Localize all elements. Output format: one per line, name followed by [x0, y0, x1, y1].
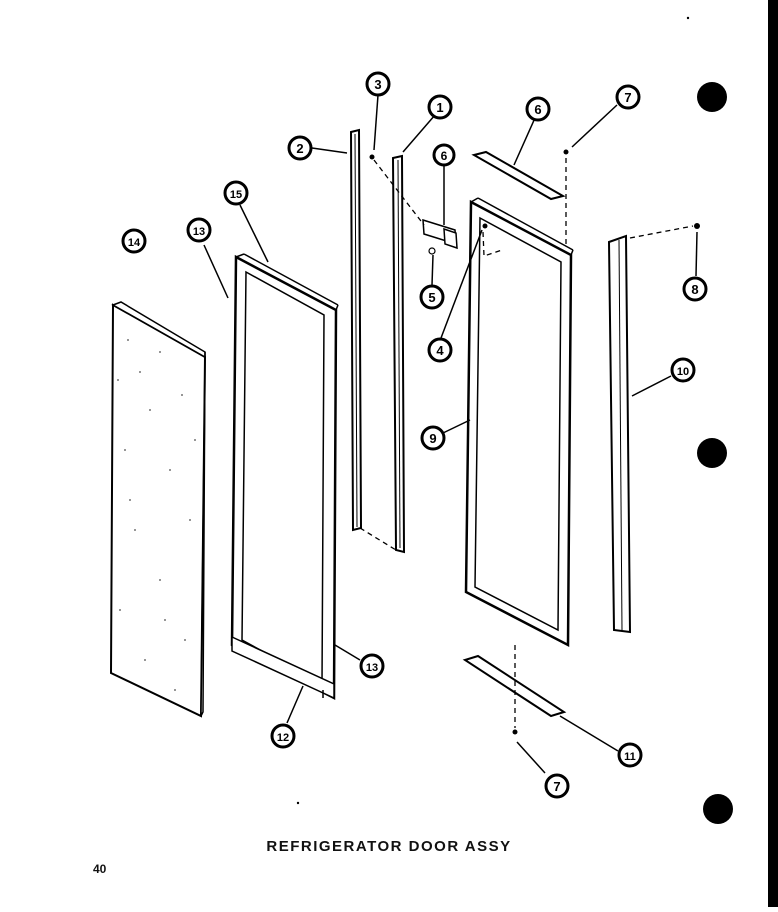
scan-specks	[296, 16, 690, 805]
callout-13-top: 13	[186, 217, 212, 243]
top-hinge-bracket-part	[471, 150, 566, 201]
callout-2-label: 2	[296, 141, 303, 156]
callout-11-label: 11	[624, 751, 636, 763]
callout-7-top-label: 7	[624, 90, 631, 105]
punch-hole	[703, 794, 733, 824]
trim-strip-part	[607, 234, 632, 634]
page-number: 40	[93, 862, 107, 876]
callout-2: 2	[287, 135, 313, 161]
binding-edge	[768, 0, 778, 907]
leader-lines	[203, 94, 698, 774]
callout-3-label: 3	[374, 77, 381, 92]
callout-9: 9	[420, 425, 446, 451]
callout-6-hinge: 6	[432, 143, 456, 167]
callout-15-label: 15	[230, 189, 242, 201]
callout-13-bottom: 13	[359, 653, 385, 679]
callout-5-label: 5	[428, 290, 435, 305]
callout-12-label: 12	[277, 732, 289, 744]
gasket-frame-part	[230, 253, 339, 701]
breaker-strip-part	[349, 128, 363, 532]
callout-7-bottom: 7	[544, 773, 570, 799]
diagram-caption: REFRIGERATOR DOOR ASSY	[266, 838, 512, 855]
screw-part	[369, 149, 700, 735]
callout-9-label: 9	[429, 431, 436, 446]
callout-14: 14	[121, 228, 147, 254]
callout-3: 3	[365, 71, 391, 97]
callout-13-top-label: 13	[193, 226, 205, 238]
callout-13-bottom-label: 13	[366, 662, 378, 674]
punch-hole	[697, 82, 727, 112]
door-liner-part	[464, 197, 574, 648]
callout-6-top-label: 6	[534, 102, 541, 117]
callout-10-label: 10	[677, 366, 689, 378]
callout-6-top: 6	[525, 96, 551, 122]
callout-8: 8	[682, 276, 708, 302]
callout-7-top: 7	[615, 84, 641, 110]
callout-15: 15	[223, 180, 249, 206]
callout-11: 11	[617, 742, 643, 768]
callout-7-bottom-label: 7	[553, 779, 560, 794]
callout-12: 12	[270, 723, 296, 749]
callout-1: 1	[427, 94, 453, 120]
door-panel-part	[109, 301, 207, 718]
punch-hole	[697, 438, 727, 468]
callout-14-label: 14	[128, 237, 141, 249]
callout-10: 10	[670, 357, 696, 383]
callout-4-label: 4	[436, 343, 444, 358]
assembly-lines	[359, 158, 694, 728]
callout-6-hinge-label: 6	[441, 149, 448, 163]
hinge-hardware-part	[422, 218, 458, 255]
breaker-strip-part	[391, 154, 406, 554]
callout-4: 4	[427, 337, 453, 363]
callout-5: 5	[419, 284, 445, 310]
callout-8-label: 8	[691, 282, 698, 297]
callout-1-label: 1	[436, 100, 443, 115]
